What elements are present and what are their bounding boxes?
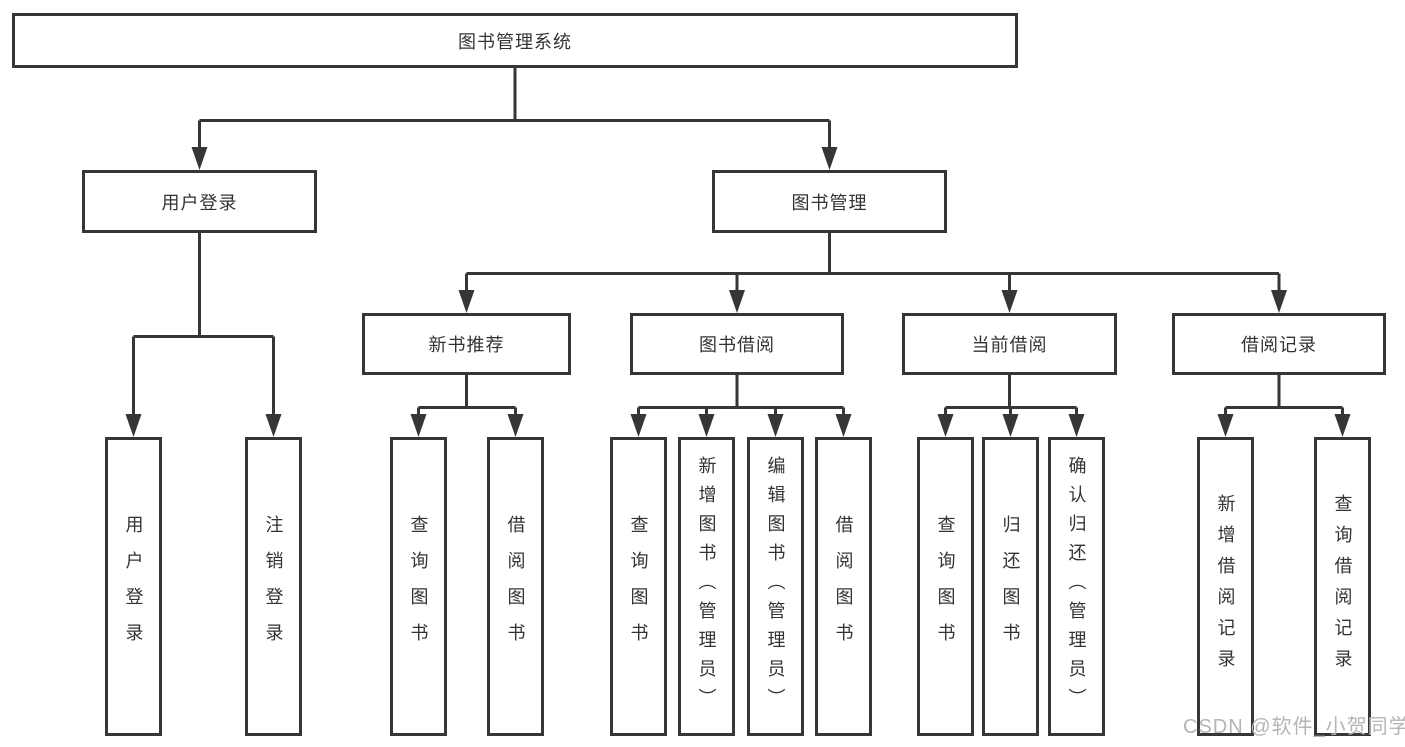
node-current-borrowing-label: 当前借阅 bbox=[971, 335, 1048, 355]
leaf-current-return-book: 归还图书 bbox=[982, 437, 1039, 736]
node-book-borrowing-label: 图书借阅 bbox=[699, 335, 775, 355]
node-new-book-recommend-label: 新书推荐 bbox=[428, 335, 505, 355]
leaf-borrow-borrow-book: 借阅图书 bbox=[815, 437, 872, 736]
node-user-login: 用户登录 bbox=[82, 170, 317, 233]
leaf-current-confirm-return-admin: 确认归还（管理员） bbox=[1048, 437, 1105, 736]
node-new-book-recommend: 新书推荐 bbox=[362, 313, 571, 375]
node-borrowing-records: 借阅记录 bbox=[1172, 313, 1386, 375]
node-book-management: 图书管理 bbox=[712, 170, 947, 233]
node-book-borrowing: 图书借阅 bbox=[630, 313, 844, 375]
node-root: 图书管理系统 bbox=[12, 13, 1018, 68]
leaf-user-login: 用户登录 bbox=[105, 437, 162, 736]
leaf-recommend-borrow-book: 借阅图书 bbox=[487, 437, 544, 736]
leaf-current-query-book: 查询图书 bbox=[917, 437, 974, 736]
node-current-borrowing: 当前借阅 bbox=[902, 313, 1117, 375]
arrowhead-icons bbox=[125, 147, 1351, 437]
leaf-records-add-record: 新增借阅记录 bbox=[1197, 437, 1254, 736]
leaf-borrow-query-book: 查询图书 bbox=[610, 437, 667, 736]
leaf-borrow-add-book-admin: 新增图书（管理员） bbox=[678, 437, 735, 736]
leaf-recommend-query-book: 查询图书 bbox=[390, 437, 447, 736]
node-book-management-label: 图书管理 bbox=[791, 192, 868, 213]
node-user-login-label: 用户登录 bbox=[161, 192, 238, 213]
csdn-watermark: CSDN @软件_小贺同学 bbox=[1183, 716, 1405, 738]
leaf-logout: 注销登录 bbox=[245, 437, 302, 736]
node-root-label: 图书管理系统 bbox=[458, 31, 572, 52]
leaf-borrow-edit-book-admin: 编辑图书（管理员） bbox=[747, 437, 804, 736]
node-borrowing-records-label: 借阅记录 bbox=[1241, 335, 1317, 355]
leaf-records-query-record: 查询借阅记录 bbox=[1314, 437, 1371, 736]
